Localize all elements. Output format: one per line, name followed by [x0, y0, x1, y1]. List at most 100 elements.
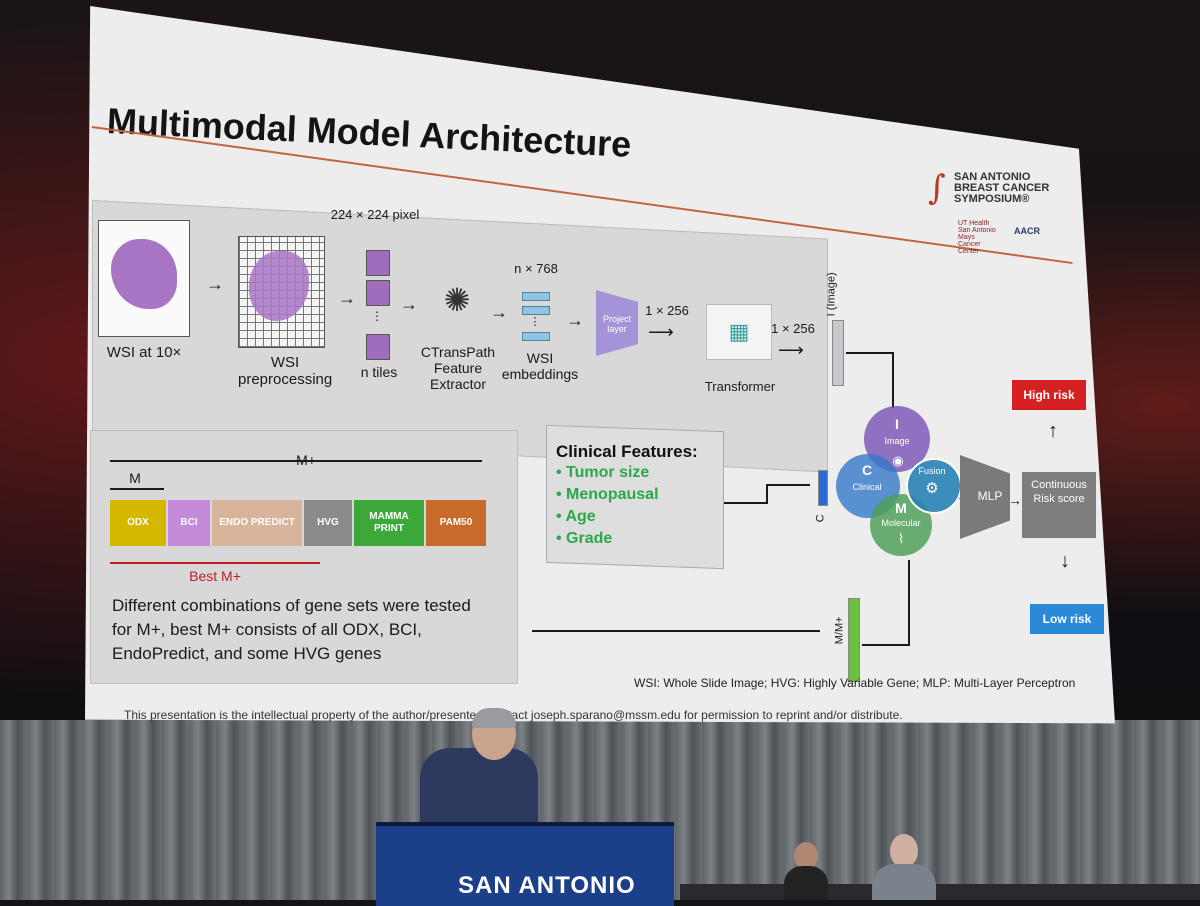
neural-net-icon: ✺ — [443, 282, 471, 318]
low-risk-badge: Low risk — [1030, 604, 1104, 634]
arrow-right-icon: → — [206, 274, 224, 294]
image-modality-label: Image — [884, 436, 910, 446]
embedding-bar — [522, 332, 550, 341]
clinical-item: • Tumor size — [556, 464, 650, 481]
wsi-label: WSI at 10× — [106, 344, 182, 361]
embedding-bar — [522, 306, 550, 315]
best-m-plus-range-line — [110, 562, 320, 564]
molecular-vector-label: M/M+ — [833, 616, 846, 645]
gene-set-bci: BCI — [168, 500, 210, 546]
image-vector — [832, 320, 844, 386]
arrow-right-icon: → — [338, 288, 356, 308]
clinical-modality-label: Clinical — [852, 482, 882, 492]
m-label: M — [129, 470, 141, 486]
clinical-item: • Grade — [556, 530, 613, 547]
clinical-item-label: Menopausal — [566, 486, 659, 503]
extractor-label: CTransPath Feature Extractor — [420, 344, 496, 393]
connector-line — [766, 484, 768, 504]
connector-line — [862, 644, 910, 646]
clinical-features-title: Clinical Features: — [556, 442, 698, 461]
gene-set-mammaprint: MAMMA PRINT — [354, 500, 424, 546]
wsi-grid-image — [238, 236, 325, 348]
connector-line — [532, 630, 820, 632]
arrow-right-icon: → — [566, 310, 584, 330]
ellipsis-icon: ⋮ — [529, 316, 541, 328]
speaker-body — [420, 748, 538, 830]
dim1-label: 1 × 256 — [645, 303, 689, 318]
arrow-down-icon: ↓ — [1060, 550, 1070, 572]
clinical-item-label: Age — [565, 508, 596, 525]
risk-score-box: Continuous Risk score — [1022, 472, 1096, 538]
best-m-plus-label: Best M+ — [189, 568, 241, 584]
embeddings-label: WSI embeddings — [501, 350, 579, 383]
speaker-hair — [472, 708, 516, 728]
m-range-line — [110, 488, 164, 490]
m-plus-range-line — [110, 460, 482, 462]
camera-icon: ◉ — [892, 453, 904, 468]
arrow-right-icon: → — [1008, 492, 1022, 508]
ribbon-icon: ∫ — [928, 168, 946, 208]
logo-partner-aacr: AACR — [1014, 226, 1040, 236]
connector-line — [892, 352, 894, 408]
mlp-label: MLP — [977, 489, 1003, 503]
arrow-right-icon: → — [490, 302, 508, 322]
sabcs-logo: ∫ SAN ANTONIO BREAST CANCER SYMPOSIUM® U… — [928, 168, 1058, 258]
tissue-blob — [249, 251, 309, 321]
image-vector-label: I (Image) — [825, 272, 838, 317]
molecular-modality-label: Molecular — [881, 518, 921, 528]
project-layer-shape — [596, 290, 638, 356]
embed-dim-label: n × 768 — [514, 261, 558, 276]
connector-line — [724, 502, 768, 504]
podium-sign-text: SAN ANTONIO — [458, 872, 636, 899]
clinical-vector-label: C — [814, 514, 827, 523]
molecular-letter: M — [895, 500, 907, 516]
panel-table — [680, 884, 1200, 900]
tile-thumbnail — [366, 250, 390, 276]
preprocess-label: WSI preprocessing — [238, 354, 333, 389]
panelist-head — [794, 842, 818, 870]
molecular-vector — [848, 598, 860, 682]
connector-line — [766, 484, 810, 486]
high-risk-badge: High risk — [1012, 380, 1086, 410]
tiles-label: n tiles — [360, 364, 398, 380]
gene-set-hvg: HVG — [304, 500, 352, 546]
tile-size-label: 224 × 224 pixel — [330, 207, 420, 222]
fusion-label: Fusion — [918, 466, 946, 476]
transformer-label: Transformer — [704, 379, 776, 394]
arrow-up-icon: ↑ — [1048, 420, 1058, 442]
gene-set-panel — [90, 430, 518, 684]
connector-line — [908, 560, 910, 646]
transformer-icon: ▦ — [706, 304, 772, 360]
gene-description: Different combinations of gene sets were… — [112, 596, 471, 663]
logo-partner-ut: UT Health San Antonio Mays Cancer Center — [958, 220, 996, 255]
ellipsis-icon: ⋮ — [371, 309, 383, 323]
project-layer-label: Project layer — [602, 314, 631, 335]
arrow-right-icon: ⟶ — [648, 322, 674, 342]
panelist-torso — [872, 864, 936, 900]
gene-set-odx: ODX — [110, 500, 166, 546]
tissue-blob — [111, 239, 177, 309]
arrow-right-icon: → — [400, 294, 418, 314]
m-plus-label: M+ — [296, 452, 316, 468]
clinical-item: • Menopausal — [556, 486, 659, 503]
clinical-letter: C — [861, 462, 873, 478]
logo-org-text: SAN ANTONIO BREAST CANCER SYMPOSIUM® — [954, 171, 1050, 205]
podium — [376, 822, 674, 906]
clinical-vector — [818, 470, 828, 506]
fusion-circle — [906, 458, 962, 514]
gear-icon: ⚙ — [925, 480, 939, 497]
arrow-right-icon: ⟶ — [778, 340, 804, 360]
wsi-slide-image — [98, 220, 190, 337]
connector-line — [846, 352, 894, 354]
clinical-item-label: Grade — [566, 530, 613, 547]
dna-icon: ⌇ — [897, 531, 905, 546]
tile-thumbnail — [366, 280, 390, 306]
embedding-bar — [522, 292, 550, 301]
panelist-torso — [784, 866, 828, 900]
clinical-item: • Age — [556, 508, 596, 525]
gene-set-pam50: PAM50 — [426, 500, 486, 546]
panelist-man — [872, 834, 936, 900]
clinical-item-label: Tumor size — [566, 464, 650, 481]
panelist-head — [890, 834, 918, 868]
abbreviations-note: WSI: Whole Slide Image; HVG: Highly Vari… — [634, 676, 1076, 690]
